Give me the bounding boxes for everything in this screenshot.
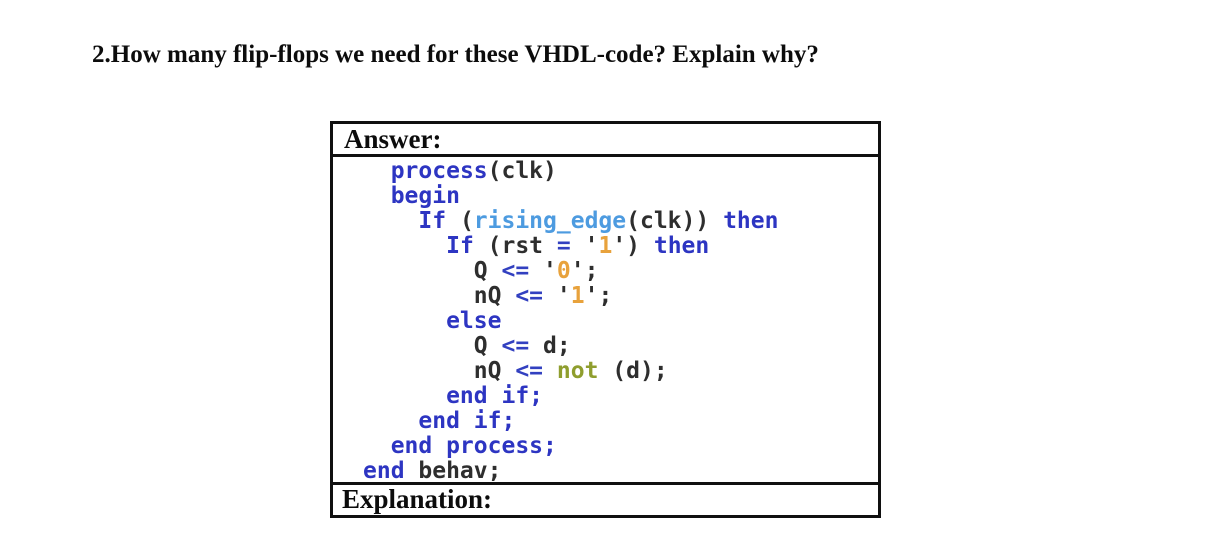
vhdl-code-row: process(clk) begin If (rising_edge(clk))… — [333, 157, 878, 485]
question-title: 2.How many flip-flops we need for these … — [92, 41, 819, 68]
code-line: end if; — [363, 408, 516, 434]
explanation-label: Explanation: — [342, 484, 493, 514]
code-line: If (rising_edge(clk)) then — [418, 208, 779, 234]
code-line: else — [363, 308, 502, 334]
code-line: Q <= d; — [363, 333, 571, 359]
code-line: begin — [363, 183, 460, 209]
code-line: If (rst = '1') then — [446, 233, 710, 259]
answer-table: Answer: process(clk) begin If (rising_ed… — [330, 121, 881, 518]
code-line: end if; — [363, 383, 544, 409]
code-line: nQ <= '1'; — [363, 283, 613, 309]
vhdl-code-block: process(clk) begin If (rising_edge(clk))… — [363, 159, 878, 484]
answer-header-row: Answer: — [333, 124, 878, 157]
explanation-header-row: Explanation: — [333, 485, 878, 515]
code-line: Q <= '0'; — [363, 258, 599, 284]
code-line: end behav; — [363, 458, 502, 484]
answer-label: Answer: — [344, 124, 442, 154]
code-line: nQ <= not (d); — [363, 358, 668, 384]
code-line: process(clk) — [390, 158, 557, 184]
code-line: end process; — [363, 433, 557, 459]
